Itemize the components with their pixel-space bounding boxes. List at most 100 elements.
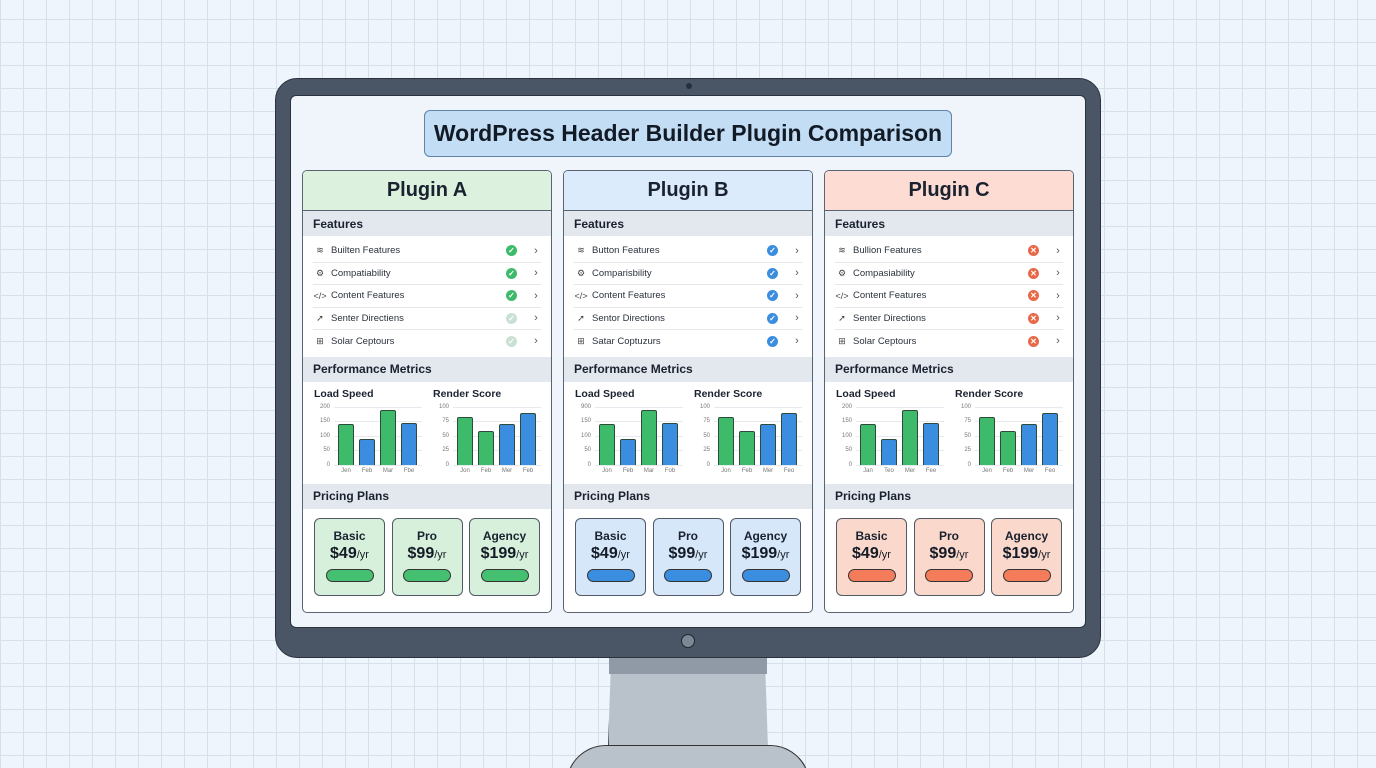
x-tick: Jen bbox=[341, 467, 351, 474]
y-tick: 100 bbox=[699, 403, 710, 410]
chevron-right-icon[interactable]: › bbox=[795, 267, 799, 280]
feature-row[interactable]: </> Content Features ✓ › bbox=[574, 285, 802, 308]
gridline bbox=[714, 450, 802, 451]
plan-price: $49/yr bbox=[330, 545, 369, 563]
chevron-right-icon[interactable]: › bbox=[534, 335, 538, 348]
select-plan-button[interactable] bbox=[480, 568, 529, 582]
gridline bbox=[856, 450, 944, 451]
status-cross-icon: ✕ bbox=[1028, 267, 1039, 279]
select-plan-button[interactable] bbox=[741, 568, 790, 582]
gridline bbox=[714, 406, 802, 408]
feature-row[interactable]: ⊞ Satar Coptuzurs ✓ › bbox=[574, 330, 802, 353]
plan-card-pro: Pro $99/yr bbox=[652, 517, 724, 596]
plan-price: $99/yr bbox=[930, 545, 969, 563]
chart-bar bbox=[401, 423, 417, 465]
feature-row[interactable]: ➚ Sentor Directions ✓ › bbox=[574, 308, 802, 330]
x-tick: Mar bbox=[382, 467, 394, 474]
y-tick: 50 bbox=[442, 432, 449, 439]
chart-bar bbox=[923, 423, 939, 465]
rocket-icon: ➚ bbox=[577, 312, 585, 323]
feature-row[interactable]: ≋ Bullion Features ✕ › bbox=[835, 240, 1063, 263]
feature-row[interactable]: ⚙ Compasiability ✕ › bbox=[835, 263, 1063, 285]
plan-card-agency: Agency $199/yr bbox=[991, 517, 1062, 596]
monitor-stand-base bbox=[566, 745, 810, 768]
y-tick: 0 bbox=[445, 461, 449, 468]
chart-bar bbox=[1021, 424, 1037, 465]
y-tick: 150 bbox=[580, 418, 591, 424]
y-tick: 75 bbox=[964, 418, 971, 424]
feature-row[interactable]: ≋ Builten Features ✓ › bbox=[313, 240, 541, 263]
y-tick: 50 bbox=[584, 447, 591, 453]
gridline bbox=[595, 464, 683, 466]
feature-row[interactable]: ⊞ Solar Ceptours ✕ › bbox=[835, 330, 1063, 353]
chevron-right-icon[interactable]: › bbox=[1056, 289, 1060, 302]
y-tick: 0 bbox=[587, 461, 591, 468]
plan-name: Agency bbox=[743, 528, 788, 543]
chevron-right-icon[interactable]: › bbox=[534, 244, 538, 257]
features-heading: Features bbox=[825, 211, 1073, 236]
plan-price: $199/yr bbox=[481, 545, 529, 563]
gridline bbox=[975, 464, 1063, 466]
feature-row[interactable]: ⊞ Solar Ceptours ✓ › bbox=[313, 330, 541, 353]
x-tick: Feb bbox=[741, 467, 753, 474]
chart-bar bbox=[979, 416, 995, 465]
feature-row[interactable]: </> Content Features ✕ › bbox=[835, 285, 1063, 308]
select-plan-button[interactable] bbox=[325, 568, 374, 582]
select-plan-button[interactable] bbox=[847, 568, 896, 582]
y-tick: 150 bbox=[841, 418, 852, 424]
status-cross-icon: ✕ bbox=[1028, 290, 1039, 302]
feature-label: Content Features bbox=[592, 290, 666, 302]
price-unit: /yr bbox=[434, 548, 447, 561]
select-plan-button[interactable] bbox=[664, 568, 712, 582]
feature-row[interactable]: ≋ Button Features ✓ › bbox=[574, 240, 802, 263]
select-plan-button[interactable] bbox=[403, 568, 451, 582]
chevron-right-icon[interactable]: › bbox=[795, 335, 799, 348]
select-plan-button[interactable] bbox=[586, 568, 635, 582]
x-tick: Mer bbox=[501, 467, 513, 474]
gridline bbox=[856, 406, 944, 408]
table-icon: ⊞ bbox=[316, 335, 324, 346]
plan-name: Pro bbox=[416, 528, 437, 543]
feature-row[interactable]: ➚ Senter Directiens ✓ › bbox=[313, 308, 541, 330]
chevron-right-icon[interactable]: › bbox=[795, 289, 799, 302]
chart-bar bbox=[338, 423, 354, 465]
gridline bbox=[714, 464, 802, 466]
feature-row[interactable]: ⚙ Compatiability ✓ › bbox=[313, 263, 541, 285]
x-tick: Fbe bbox=[403, 467, 415, 474]
gridline bbox=[453, 406, 541, 408]
price-amount: $49 bbox=[330, 544, 357, 562]
gridline bbox=[453, 421, 541, 422]
gear-icon: ⚙ bbox=[837, 267, 847, 278]
price-unit: /yr bbox=[878, 548, 891, 561]
feature-row[interactable]: ➚ Senter Directions ✕ › bbox=[835, 308, 1063, 330]
plan-name: Basic bbox=[333, 528, 366, 543]
y-tick: 0 bbox=[706, 461, 710, 468]
chevron-right-icon[interactable]: › bbox=[534, 267, 538, 280]
select-plan-button[interactable] bbox=[925, 568, 973, 582]
chevron-right-icon[interactable]: › bbox=[1056, 312, 1060, 325]
select-plan-button[interactable] bbox=[1002, 568, 1051, 582]
chevron-right-icon[interactable]: › bbox=[795, 244, 799, 257]
chevron-right-icon[interactable]: › bbox=[795, 312, 799, 325]
chart-bar bbox=[902, 409, 918, 465]
power-button[interactable] bbox=[681, 634, 695, 648]
plan-name: Pro bbox=[938, 528, 959, 543]
feature-label: Bullion Features bbox=[853, 245, 922, 257]
x-tick: Feo bbox=[783, 467, 795, 474]
chevron-right-icon[interactable]: › bbox=[534, 312, 538, 325]
chevron-right-icon[interactable]: › bbox=[1056, 335, 1060, 348]
price-unit: /yr bbox=[956, 548, 969, 561]
status-check-icon: ✓ bbox=[506, 290, 517, 302]
feature-label: Compasiability bbox=[853, 267, 915, 279]
chevron-right-icon[interactable]: › bbox=[534, 289, 538, 302]
plan-price: $99/yr bbox=[408, 545, 447, 563]
feature-row[interactable]: ⚙ Comparisbility ✓ › bbox=[574, 263, 802, 285]
chevron-right-icon[interactable]: › bbox=[1056, 244, 1060, 257]
chevron-right-icon[interactable]: › bbox=[1056, 267, 1060, 280]
feature-row[interactable]: </> Content Features ✓ › bbox=[313, 285, 541, 308]
y-tick: 150 bbox=[319, 418, 330, 424]
